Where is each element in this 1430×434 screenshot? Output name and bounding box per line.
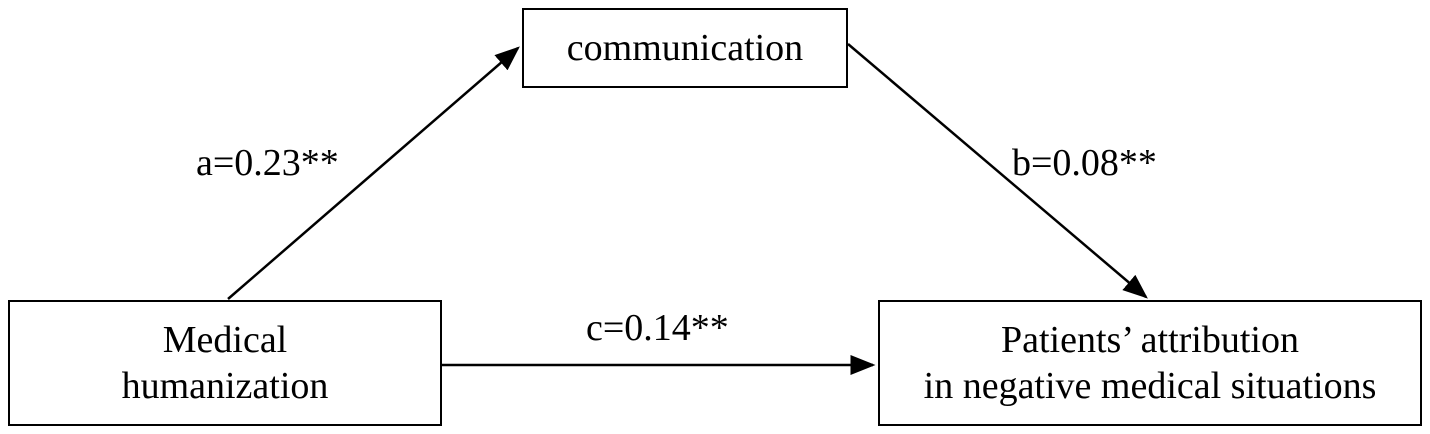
outcome-node-patients-attribution: Patients’ attribution in negative medica… bbox=[878, 300, 1422, 426]
mediator-node-communication: communication bbox=[522, 8, 848, 88]
edge-a-label: a=0.23** bbox=[196, 142, 339, 184]
edge-a-arrow bbox=[227, 46, 520, 300]
predictor-node-label-line-2: humanization bbox=[121, 365, 329, 407]
predictor-node-medical-humanization: Medical humanization bbox=[8, 300, 442, 426]
edge-b-arrow bbox=[847, 43, 1148, 299]
outcome-node-label-line-2: in negative medical situations bbox=[923, 365, 1377, 407]
edge-c-label: c=0.14** bbox=[586, 307, 729, 349]
edge-b-label: b=0.08** bbox=[1012, 142, 1157, 184]
predictor-node-label-line-1: Medical bbox=[162, 319, 288, 361]
outcome-node-label-line-1: Patients’ attribution bbox=[1001, 319, 1299, 361]
mediator-node-label: communication bbox=[566, 27, 804, 69]
